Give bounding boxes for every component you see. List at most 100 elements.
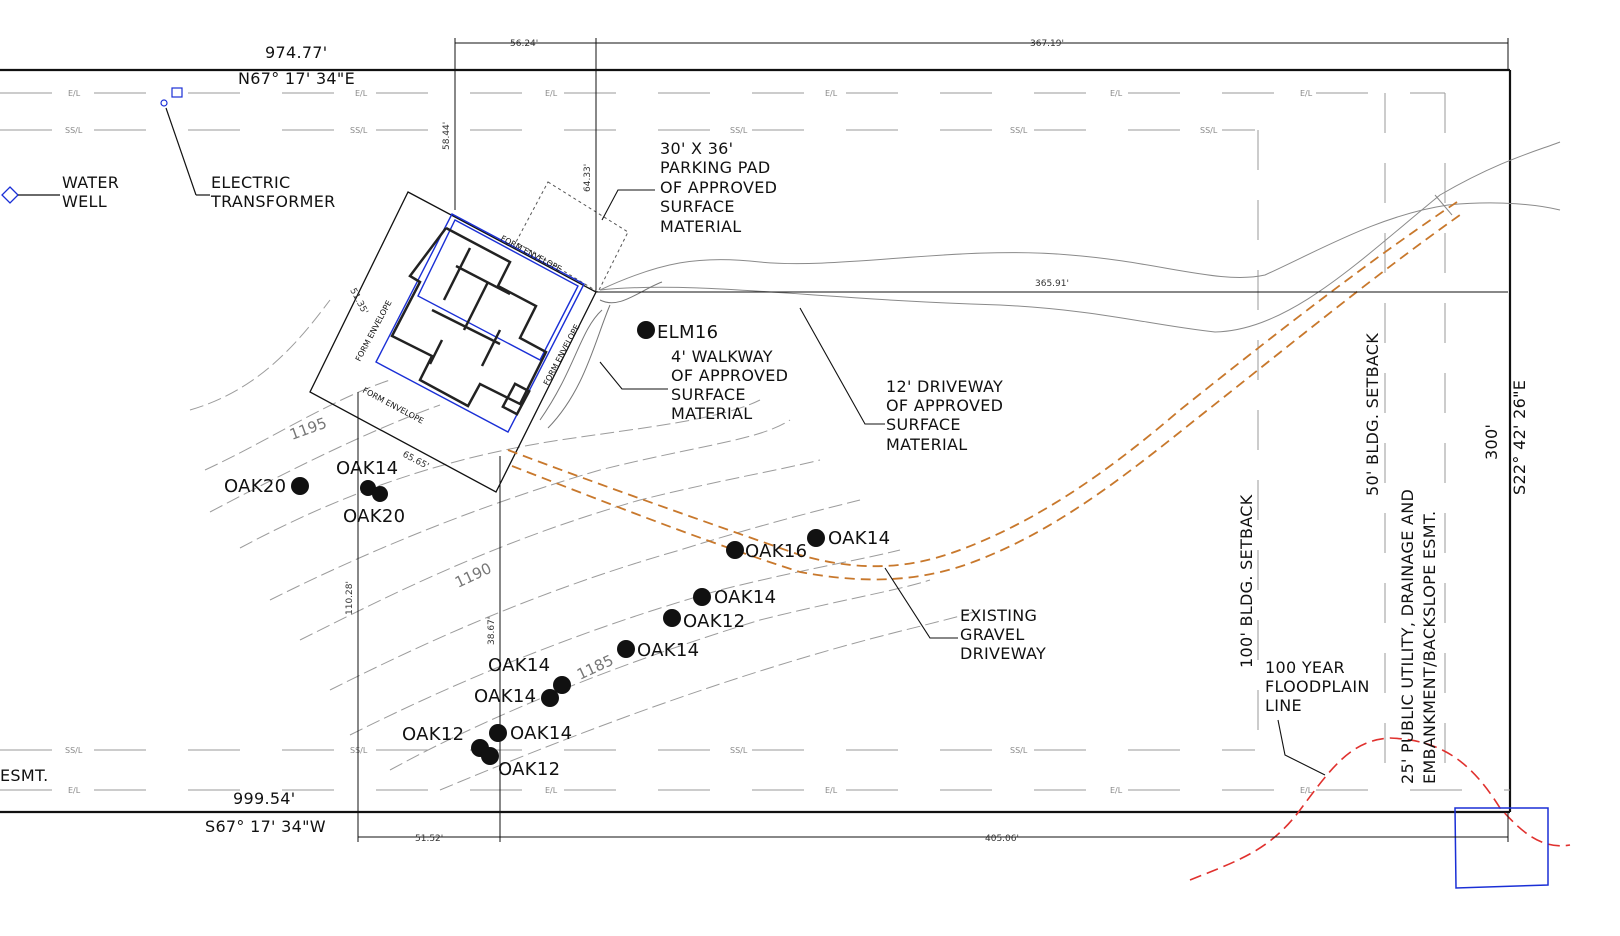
south-bearing: S67° 17' 34"W	[205, 817, 326, 836]
dim-bottom-short: 51.52'	[415, 834, 443, 844]
label-electric-transformer: ELECTRIC TRANSFORMER	[210, 173, 336, 211]
tree-label-oak12a: OAK12	[683, 611, 745, 632]
walkway	[539, 281, 663, 429]
svg-text:12' DRIVEWAY: 12' DRIVEWAY	[886, 377, 1003, 396]
svg-text:DRIVEWAY: DRIVEWAY	[960, 644, 1046, 663]
label-gravel-driveway: EXISTING GRAVEL DRIVEWAY	[960, 606, 1046, 663]
contour-labels: 1195 1190 1185	[287, 414, 616, 684]
svg-text:50' BLDG. SETBACK: 50' BLDG. SETBACK	[1363, 333, 1382, 496]
tree-oak20a	[291, 477, 309, 495]
driveway	[599, 141, 1561, 333]
label-esmt-left: ESMT.	[0, 766, 49, 785]
svg-text:OF APPROVED: OF APPROVED	[671, 366, 788, 385]
property-boundary	[0, 68, 1512, 814]
tree-oak14c	[693, 588, 711, 606]
svg-text:MATERIAL: MATERIAL	[886, 435, 968, 454]
svg-text:FORM ENVELOPE: FORM ENVELOPE	[361, 386, 425, 426]
dim-pad-vertical: 64.33'	[583, 164, 593, 192]
tree-label-oak12b: OAK12	[402, 724, 464, 745]
svg-text:MATERIAL: MATERIAL	[660, 217, 742, 236]
svg-text:ELECTRIC: ELECTRIC	[211, 173, 291, 192]
boundary-labels: 974.77' N67° 17' 34"E 999.54' S67° 17' 3…	[205, 43, 1529, 836]
svg-text:E/L: E/L	[1300, 786, 1313, 795]
svg-text:EXISTING: EXISTING	[960, 606, 1037, 625]
svg-text:E/L: E/L	[545, 89, 558, 98]
dim-top-short: 56.24'	[510, 39, 538, 49]
svg-text:SURFACE: SURFACE	[660, 197, 735, 216]
electric-transformer-symbol	[160, 87, 210, 196]
contour-label-1185: 1185	[574, 651, 616, 683]
svg-text:30' X 36': 30' X 36'	[660, 139, 733, 158]
tree-label-oak14f: OAK14	[474, 686, 536, 707]
svg-text:EMBANKMENT/BACKSLOPE ESMT.: EMBANKMENT/BACKSLOPE ESMT.	[1420, 511, 1439, 784]
svg-text:FLOODPLAIN: FLOODPLAIN	[1265, 677, 1370, 696]
svg-text:WATER: WATER	[62, 173, 119, 192]
svg-text:E/L: E/L	[545, 786, 558, 795]
label-floodplain: 100 YEAR FLOODPLAIN LINE	[1265, 658, 1370, 715]
svg-text:TRANSFORMER: TRANSFORMER	[210, 192, 336, 211]
leader-lines	[599, 189, 1326, 776]
svg-text:4' WALKWAY: 4' WALKWAY	[671, 347, 773, 366]
label-walkway: 4' WALKWAY OF APPROVED SURFACE MATERIAL	[671, 347, 788, 423]
floodplain-marker	[1454, 807, 1549, 889]
line-label-hints: E/L E/L E/L E/L E/L E/L SS/L SS/L SS/L S…	[65, 89, 1313, 795]
dim-top-long: 367.19'	[1030, 39, 1064, 49]
svg-text:100 YEAR: 100 YEAR	[1265, 658, 1345, 677]
water-well-symbol	[1, 186, 60, 204]
tree-label-oak20a: OAK20	[224, 476, 286, 497]
trees	[291, 321, 825, 765]
tree-label-oak14d: OAK14	[637, 640, 699, 661]
svg-text:E/L: E/L	[68, 89, 81, 98]
svg-text:MATERIAL: MATERIAL	[671, 404, 753, 423]
house-footprint: FORM ENVELOPE FORM ENVELOPE FORM ENVELOP…	[309, 191, 597, 493]
tree-label-oak14e: OAK14	[488, 655, 550, 676]
tree-oak14e	[553, 676, 571, 694]
east-bearing: S22° 42' 26"E	[1510, 380, 1529, 495]
tree-oak14a	[360, 480, 376, 496]
svg-text:SS/L: SS/L	[65, 746, 83, 755]
tree-label-oak14a: OAK14	[336, 458, 398, 479]
dim-bottom-long: 405.06'	[985, 834, 1019, 844]
tree-label-oak14b: OAK14	[828, 528, 890, 549]
svg-text:E/L: E/L	[1110, 89, 1123, 98]
dim-left-vertical: 110.28'	[345, 581, 355, 615]
dim-top-vertical: 58.44'	[442, 122, 452, 150]
svg-text:E/L: E/L	[1110, 786, 1123, 795]
tree-label-oak20b: OAK20	[343, 506, 405, 527]
dim-mid-long: 365.91'	[1035, 279, 1069, 289]
tree-labels: ELM16 OAK20 OAK14 OAK20 OAK14 OAK16 OAK1…	[224, 322, 890, 780]
svg-text:PARKING PAD: PARKING PAD	[660, 158, 771, 177]
svg-text:ESMT.: ESMT.	[0, 766, 49, 785]
svg-text:SS/L: SS/L	[1010, 126, 1028, 135]
label-water-well: WATER WELL	[62, 173, 119, 211]
label-setback-50: 50' BLDG. SETBACK	[1363, 333, 1382, 496]
tree-oak14b	[807, 529, 825, 547]
dim-house-side: 51.35'	[347, 287, 369, 317]
dim-house-bottom: 65.65'	[401, 450, 431, 472]
svg-text:E/L: E/L	[825, 786, 838, 795]
south-length: 999.54'	[233, 789, 295, 808]
label-driveway: 12' DRIVEWAY OF APPROVED SURFACE MATERIA…	[886, 377, 1003, 454]
tree-oak12a	[663, 609, 681, 627]
tree-label-oak14g: OAK14	[510, 723, 572, 744]
svg-text:SS/L: SS/L	[1200, 126, 1218, 135]
floodplain-line	[1189, 737, 1571, 881]
svg-text:E/L: E/L	[825, 89, 838, 98]
svg-text:SS/L: SS/L	[350, 126, 368, 135]
contour-label-1190: 1190	[452, 559, 494, 591]
svg-text:SS/L: SS/L	[730, 746, 748, 755]
tree-oak14d	[617, 640, 635, 658]
svg-text:SS/L: SS/L	[350, 746, 368, 755]
tree-oak16	[726, 541, 744, 559]
svg-text:SURFACE: SURFACE	[886, 415, 961, 434]
label-parking-pad: 30' X 36' PARKING PAD OF APPROVED SURFAC…	[660, 139, 777, 236]
tree-oak14f	[541, 689, 559, 707]
form-envelope	[375, 213, 585, 433]
east-length: 300'	[1482, 424, 1501, 460]
tree-label-oak12c: OAK12	[498, 759, 560, 780]
svg-text:SURFACE: SURFACE	[671, 385, 746, 404]
tree-label-oak16: OAK16	[745, 541, 807, 562]
svg-text:OF APPROVED: OF APPROVED	[886, 396, 1003, 415]
setback-lines	[1257, 93, 1446, 790]
